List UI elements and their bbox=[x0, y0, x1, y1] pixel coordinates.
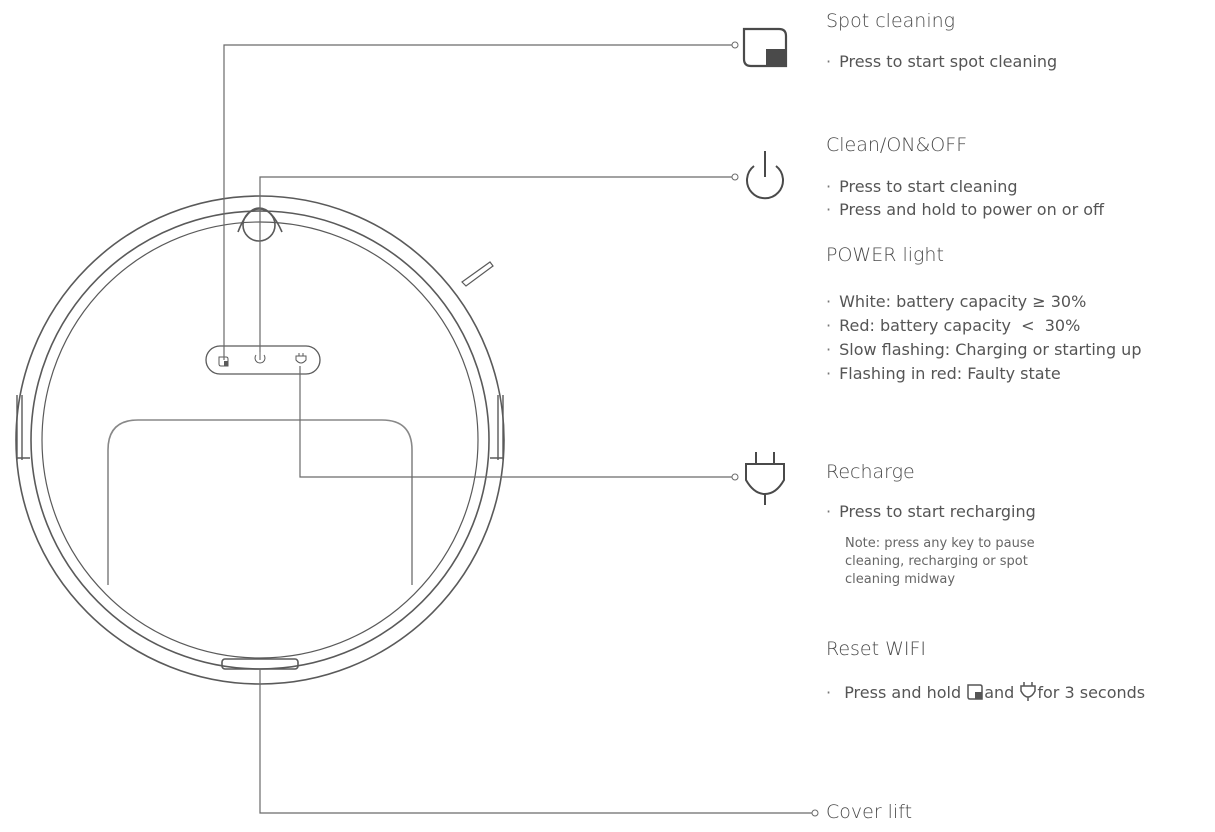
recharge-bullet: Press to start recharging bbox=[826, 502, 1036, 521]
cover-lift-title: Cover lift bbox=[826, 801, 913, 823]
reset-wifi-title: Reset WIFI bbox=[826, 638, 927, 660]
reset-wifi-text-1: Press and hold bbox=[844, 683, 967, 702]
button-panel bbox=[205, 345, 321, 375]
power-light-bullet-2: Red: battery capacity < 30% bbox=[826, 316, 1080, 335]
side-brush bbox=[461, 261, 494, 287]
plug-icon bbox=[1020, 682, 1037, 701]
lidar-sensor bbox=[237, 207, 283, 242]
spot-cleaning-title: Spot cleaning bbox=[826, 10, 956, 32]
plug-icon bbox=[745, 452, 785, 505]
clean-onoff-bullet-1: Press to start cleaning bbox=[826, 177, 1017, 196]
leader-lines bbox=[223, 44, 812, 814]
power-light-bullet-4: Flashing in red: Faulty state bbox=[826, 364, 1061, 383]
reset-wifi-text-3: for 3 seconds bbox=[1037, 683, 1146, 702]
power-icon bbox=[746, 151, 784, 200]
leader-endpoints bbox=[731, 41, 819, 817]
recharge-note: Note: press any key to pause cleaning, r… bbox=[845, 536, 1035, 587]
recharge-title: Recharge bbox=[826, 461, 915, 483]
clean-onoff-title: Clean/ON&OFF bbox=[826, 134, 968, 156]
reset-wifi-bullet: Press and hold and for 3 seconds bbox=[826, 681, 1145, 702]
power-light-bullet-1: White: battery capacity ≥ 30% bbox=[826, 292, 1086, 311]
reset-wifi-text-2: and bbox=[984, 683, 1020, 702]
power-light-title: POWER light bbox=[826, 244, 944, 266]
spot-cleaning-icon bbox=[967, 684, 983, 700]
power-light-bullet-3: Slow flashing: Charging or starting up bbox=[826, 340, 1141, 359]
dustbin-cover bbox=[107, 419, 413, 585]
spot-cleaning-bullet: Press to start spot cleaning bbox=[826, 52, 1057, 71]
clean-onoff-bullet-2: Press and hold to power on or off bbox=[826, 200, 1104, 219]
spot-cleaning-icon bbox=[742, 27, 788, 68]
